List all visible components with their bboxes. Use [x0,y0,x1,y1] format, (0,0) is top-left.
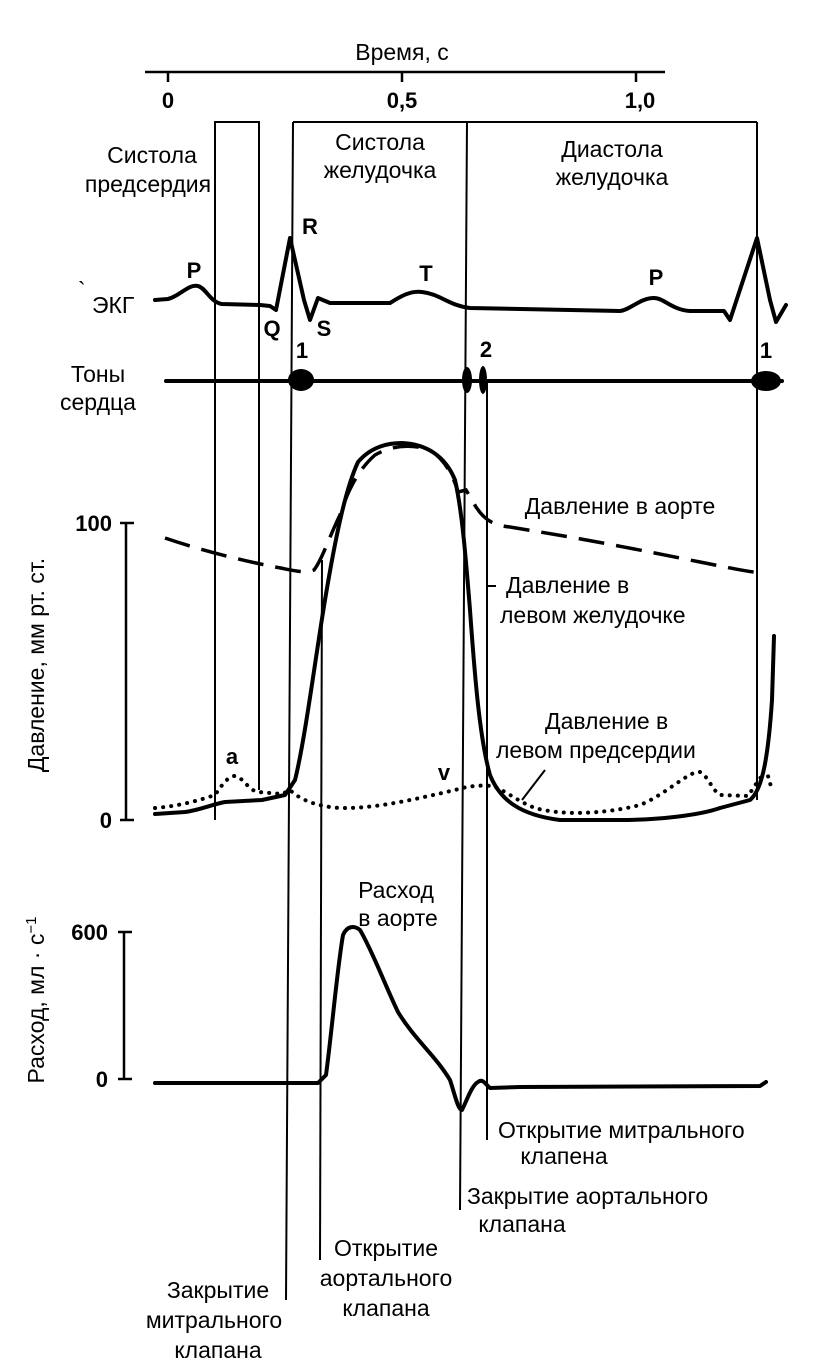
aortic-open-label-line3: клапана [342,1295,429,1321]
heart-sound-first-burst [288,369,314,391]
atrial-systole-bracket [214,121,260,820]
mitral-close-label-line2: митрального [146,1307,282,1333]
atrial-systole-label-line1: Систола [107,142,197,168]
aortic-open-label-line2: аортального [320,1265,453,1291]
pressure-wave-v: v [438,760,451,785]
time-axis: Время, с 0 0,5 1,0 [145,39,665,113]
aortic-close-label-line1: Закрытие аортального [467,1183,708,1209]
ecg-wave-q: Q [263,316,280,341]
mitral-open-label-line2: клапена [520,1143,607,1169]
event-lines [285,121,758,1301]
ventricular-diastole-label-line1: Диастола [561,136,663,162]
heart-sound-second-burst [479,366,487,394]
pressure-axis: 100 0 Давление, мм рт. ст. [23,511,134,833]
time-tick-label: 0 [162,88,174,113]
mitral-close-label-line1: Закрытие [167,1277,269,1303]
heart-sound-second-burst [462,367,472,393]
flow-axis: 600 0 Расход, мл · с−1 [23,917,132,1092]
aortic-close-label-line2: клапана [478,1211,565,1237]
ecg-wave-s: S [317,316,332,341]
pressure-tick-label-100: 100 [75,511,112,536]
atrium-pressure-label-line2: левом предсердии [496,737,696,763]
ventricular-systole-label-line1: Систола [335,129,425,155]
flow-tick-label-0: 0 [96,1067,108,1092]
heart-sound-first-repeat-label: 1 [760,338,772,363]
ventricle-pressure-label-line1: Давление в [506,572,629,598]
aortic-flow-label-line2: в аорте [358,905,438,931]
heart-sounds-label-line2: сердца [60,389,136,415]
flow-axis-title-main: Расход, мл · с [23,934,49,1084]
atrium-pressure-label-line1: Давление в [545,708,668,734]
time-tick-label: 0,5 [387,88,418,113]
pressure-tick-label-0: 0 [100,808,112,833]
ecg-wave-r: R [302,214,318,239]
heart-sound-first-repeat-burst [751,371,781,391]
mitral-close-line [285,121,294,1301]
ventricle-pressure-label-line2: левом желудочке [500,602,686,628]
ecg-wave-p2: P [649,265,664,290]
ventricular-systole-label-line2: желудочка [324,157,437,183]
aortic-flow-curve [153,925,768,1112]
atrium-pressure-pointer [521,769,546,801]
heart-sounds-trace [164,366,784,394]
aortic-close-line [459,121,468,1211]
heart-sound-second-label: 2 [480,337,492,362]
atrium-pressure-curve [153,769,774,815]
flow-axis-title-exponent: −1 [23,917,40,934]
heart-sounds-label-line1: Тоны [71,361,125,387]
mitral-open-label-line1: Открытие митрального [498,1117,745,1143]
time-tick-label: 1,0 [625,88,656,113]
ecg-trace [153,236,788,324]
time-axis-title: Время, с [355,39,448,65]
aorta-pressure-curve [164,444,763,575]
aorta-pressure-label: Давление в аорте [525,493,716,519]
aortic-flow-label-line1: Расход [358,877,434,903]
heart-sound-first-label: 1 [296,338,308,363]
ecg-wave-t: T [419,261,433,286]
ecg-tick-mark: ` [78,277,86,303]
flow-axis-title: Расход, мл · с−1 [23,917,50,1084]
mitral-close-label-line3: клапана [174,1337,261,1363]
ecg-label: ЭКГ [92,292,135,318]
aortic-open-label-line1: Открытие [334,1235,438,1261]
ventricular-diastole-label-line2: желудочка [556,164,669,190]
aortic-open-line [319,559,323,1261]
phase-brackets [214,121,757,820]
pressure-wave-a: a [226,744,239,769]
pressure-axis-title: Давление, мм рт. ст. [23,558,49,772]
ecg-wave-p1: P [187,258,202,283]
flow-tick-label-600: 600 [71,920,108,945]
atrial-systole-label-line2: предсердия [85,171,211,197]
